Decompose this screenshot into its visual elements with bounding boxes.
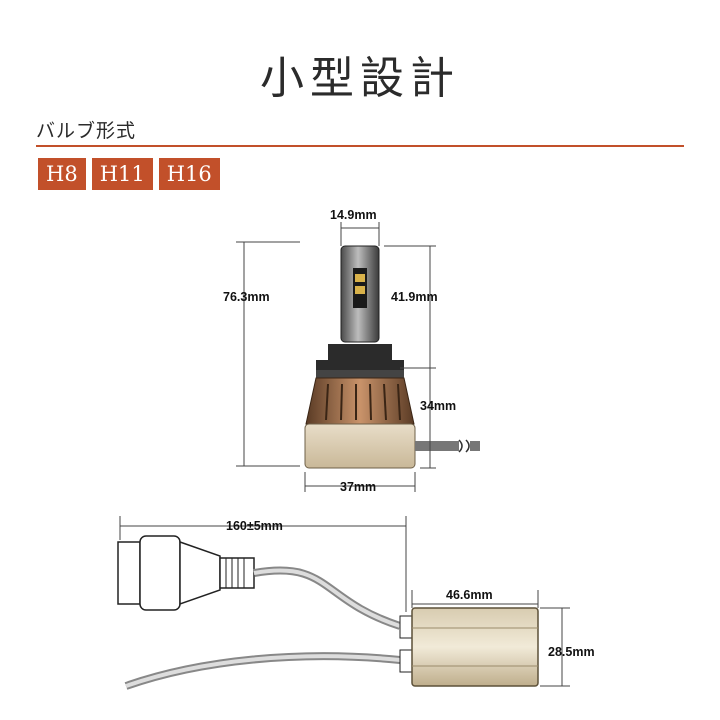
page-title: 小型設計 (260, 53, 460, 104)
accent-divider (36, 145, 684, 147)
dim-base-height: 34mm (420, 399, 456, 413)
dim-cable-length: 160±5mm (226, 519, 283, 533)
bulb-drawing (304, 245, 480, 469)
driver-drawing (117, 535, 539, 690)
dim-chip-height: 41.9mm (391, 290, 438, 304)
dim-head-width: 14.9mm (330, 208, 377, 222)
section-label-bulb-type: バルブ形式 (36, 120, 137, 142)
bulb-dimension-lines (236, 222, 436, 492)
badge-h8: H8 (38, 158, 86, 190)
dim-base-width: 37mm (340, 480, 376, 494)
badge-h11: H11 (91, 158, 153, 190)
bulb-type-badges: H8 H11 H16 (38, 158, 220, 190)
dim-driver-height: 28.5mm (548, 645, 595, 659)
dim-total-height: 76.3mm (223, 290, 270, 304)
badge-h16: H16 (158, 158, 220, 190)
driver-dimension-lines (119, 516, 570, 687)
dim-driver-length: 46.6mm (446, 588, 493, 602)
